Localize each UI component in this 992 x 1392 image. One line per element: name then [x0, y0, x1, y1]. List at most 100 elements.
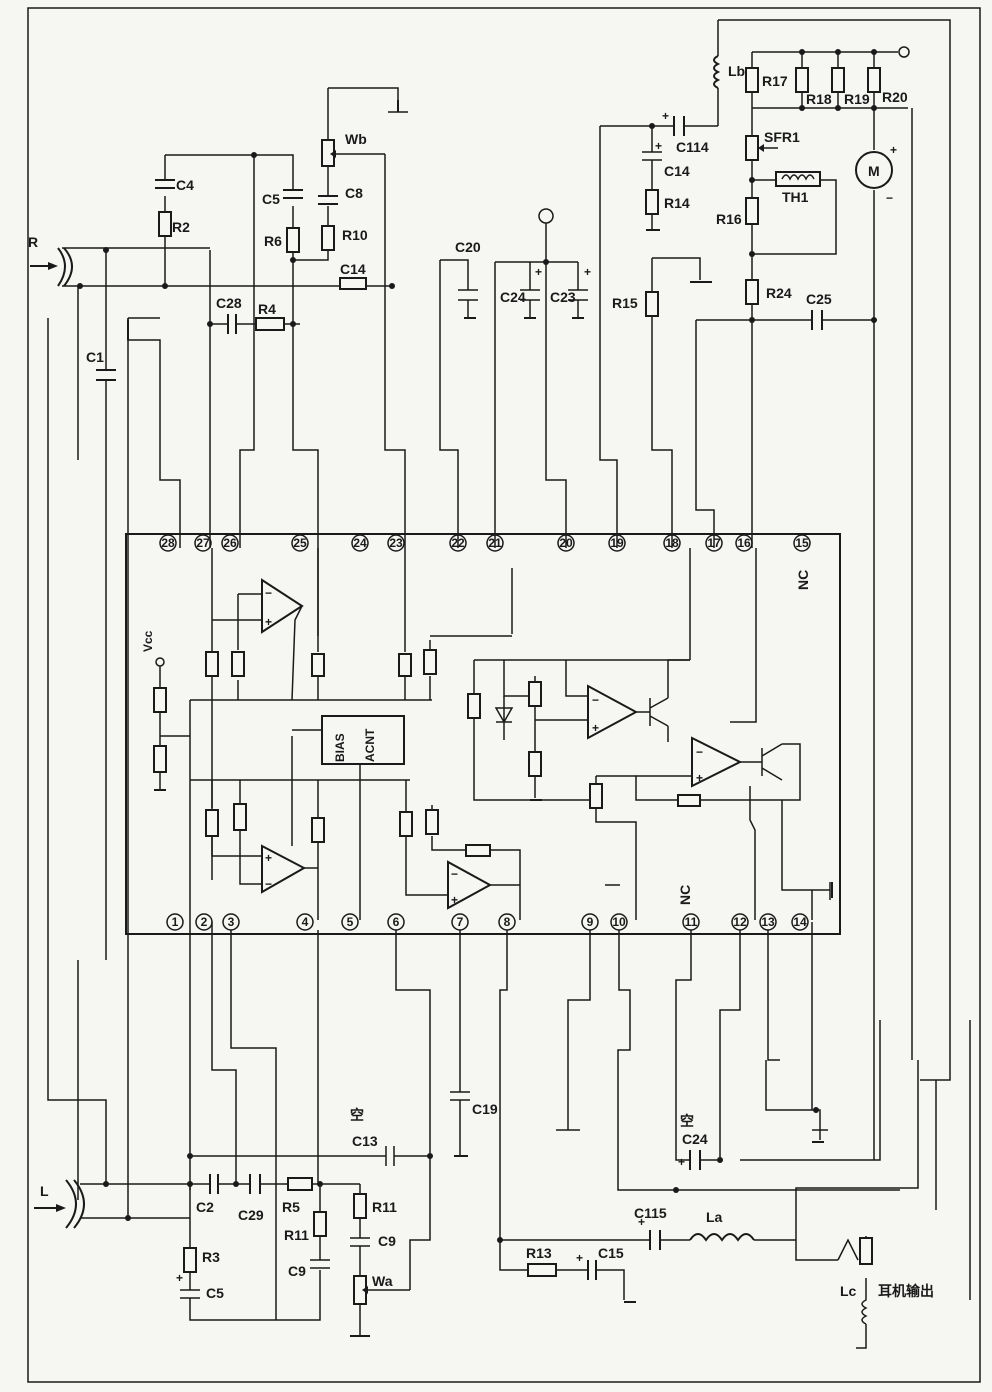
- svg-text:C24: C24: [682, 1131, 708, 1147]
- svg-text:5: 5: [347, 915, 354, 929]
- bias-acnt-block: [321, 715, 405, 765]
- svg-text:R17: R17: [762, 73, 788, 89]
- svg-text:9: 9: [587, 915, 594, 929]
- svg-text:C25: C25: [806, 291, 832, 307]
- pin-9: 9: [581, 913, 599, 931]
- l-input-label: L: [40, 1183, 49, 1199]
- svg-text:−: −: [451, 867, 458, 881]
- svg-text:C9: C9: [288, 1263, 306, 1279]
- pin-3: 3: [222, 913, 240, 931]
- svg-text:C1: C1: [86, 349, 104, 365]
- svg-text:C24: C24: [500, 289, 526, 305]
- svg-text:C14: C14: [340, 261, 366, 277]
- svg-text:C23: C23: [550, 289, 576, 305]
- r-input-jack: [57, 247, 73, 287]
- pin-6: 6: [387, 913, 405, 931]
- svg-text:R13: R13: [526, 1245, 552, 1261]
- svg-text:R15: R15: [612, 295, 638, 311]
- svg-text:C20: C20: [455, 239, 481, 255]
- svg-text:C14: C14: [664, 163, 690, 179]
- svg-text:13: 13: [761, 915, 775, 929]
- svg-text:−: −: [265, 586, 272, 600]
- svg-text:R3: R3: [202, 1249, 220, 1265]
- motor: [855, 151, 893, 189]
- pin-15: 15: [793, 534, 811, 552]
- svg-text:+: +: [265, 615, 272, 629]
- ic-top-pins: 28 27 26 25 24 23 22 21 20 19 18 17 16 1…: [159, 534, 811, 552]
- svg-text:1: 1: [172, 915, 179, 929]
- svg-text:C15: C15: [598, 1245, 624, 1261]
- pin-10: 10: [610, 913, 628, 931]
- pin-5: 5: [341, 913, 359, 931]
- headphone-output-label: 耳机输出: [878, 1283, 934, 1300]
- svg-text:R14: R14: [664, 195, 690, 211]
- svg-text:SFR1: SFR1: [764, 129, 800, 145]
- svg-text:+: +: [678, 1155, 685, 1169]
- svg-text:+: +: [451, 893, 458, 907]
- pin-8: 8: [498, 913, 516, 931]
- l-input-jack: [65, 1179, 85, 1229]
- svg-text:R6: R6: [264, 233, 282, 249]
- svg-text:C4: C4: [176, 177, 194, 193]
- svg-text:−: −: [265, 877, 272, 891]
- pin-13: 13: [759, 913, 777, 931]
- svg-text:R5: R5: [282, 1199, 300, 1215]
- pin-28: 28: [159, 534, 177, 552]
- pin-25: 25: [291, 534, 309, 552]
- svg-text:+: +: [890, 143, 897, 157]
- upper-circuit: R C4 R2 C5 R6 Wb C8 R10 C14: [28, 19, 971, 1300]
- opamp-lower-left: [261, 844, 307, 894]
- svg-text:−: −: [886, 191, 893, 205]
- svg-text:C13: C13: [352, 1133, 378, 1149]
- pin-2: 2: [195, 913, 213, 931]
- ic-bottom-pins: 1 2 3 4 5 6 7 8 9 10 11 12 13 14: [166, 913, 809, 931]
- r-input-label: R: [28, 234, 38, 250]
- vcc-label: Vcc: [141, 630, 155, 652]
- svg-text:+: +: [584, 265, 591, 279]
- ground-symbols: [127, 100, 833, 1337]
- svg-text:14: 14: [793, 915, 807, 929]
- svg-text:R18: R18: [806, 91, 832, 107]
- svg-text:R10: R10: [342, 227, 368, 243]
- svg-text:R11: R11: [284, 1227, 309, 1243]
- svg-text:C19: C19: [472, 1101, 498, 1117]
- opamp-pin7: [447, 860, 493, 910]
- svg-text:C9: C9: [378, 1233, 396, 1249]
- svg-text:6: 6: [393, 915, 400, 929]
- svg-text:C28: C28: [216, 295, 242, 311]
- svg-text:+: +: [655, 139, 662, 153]
- svg-text:+: +: [535, 265, 542, 279]
- svg-text:Lc: Lc: [840, 1283, 857, 1299]
- svg-text:M: M: [868, 163, 880, 179]
- pin-23: 23: [387, 534, 405, 552]
- svg-text:27: 27: [196, 536, 210, 550]
- svg-text:7: 7: [457, 915, 464, 929]
- svg-text:11: 11: [685, 915, 698, 929]
- svg-text:+: +: [176, 1271, 183, 1285]
- opamp-motor: [691, 736, 743, 788]
- svg-text:3: 3: [228, 915, 235, 929]
- svg-text:+: +: [576, 1251, 583, 1265]
- svg-text:12: 12: [733, 915, 747, 929]
- empty-mark-c24: 空: [680, 1113, 694, 1130]
- svg-text:Wa: Wa: [372, 1273, 393, 1289]
- svg-text:Wb: Wb: [345, 131, 367, 147]
- svg-text:R16: R16: [716, 211, 742, 227]
- svg-text:La: La: [706, 1209, 723, 1225]
- empty-mark-c13: 空: [350, 1107, 364, 1124]
- pin-12: 12: [731, 913, 749, 931]
- svg-text:8: 8: [504, 915, 511, 929]
- nc-top-label: NC: [795, 570, 811, 590]
- svg-text:24: 24: [353, 536, 367, 550]
- svg-text:+: +: [592, 721, 599, 735]
- svg-text:C8: C8: [345, 185, 363, 201]
- svg-text:+: +: [265, 851, 272, 865]
- outer-frame: [27, 7, 981, 1383]
- svg-text:R19: R19: [844, 91, 870, 107]
- pin-1: 1: [166, 913, 184, 931]
- pin-26: 26: [221, 534, 239, 552]
- svg-text:2: 2: [201, 915, 208, 929]
- pin-14: 14: [791, 913, 809, 931]
- svg-text:25: 25: [293, 536, 307, 550]
